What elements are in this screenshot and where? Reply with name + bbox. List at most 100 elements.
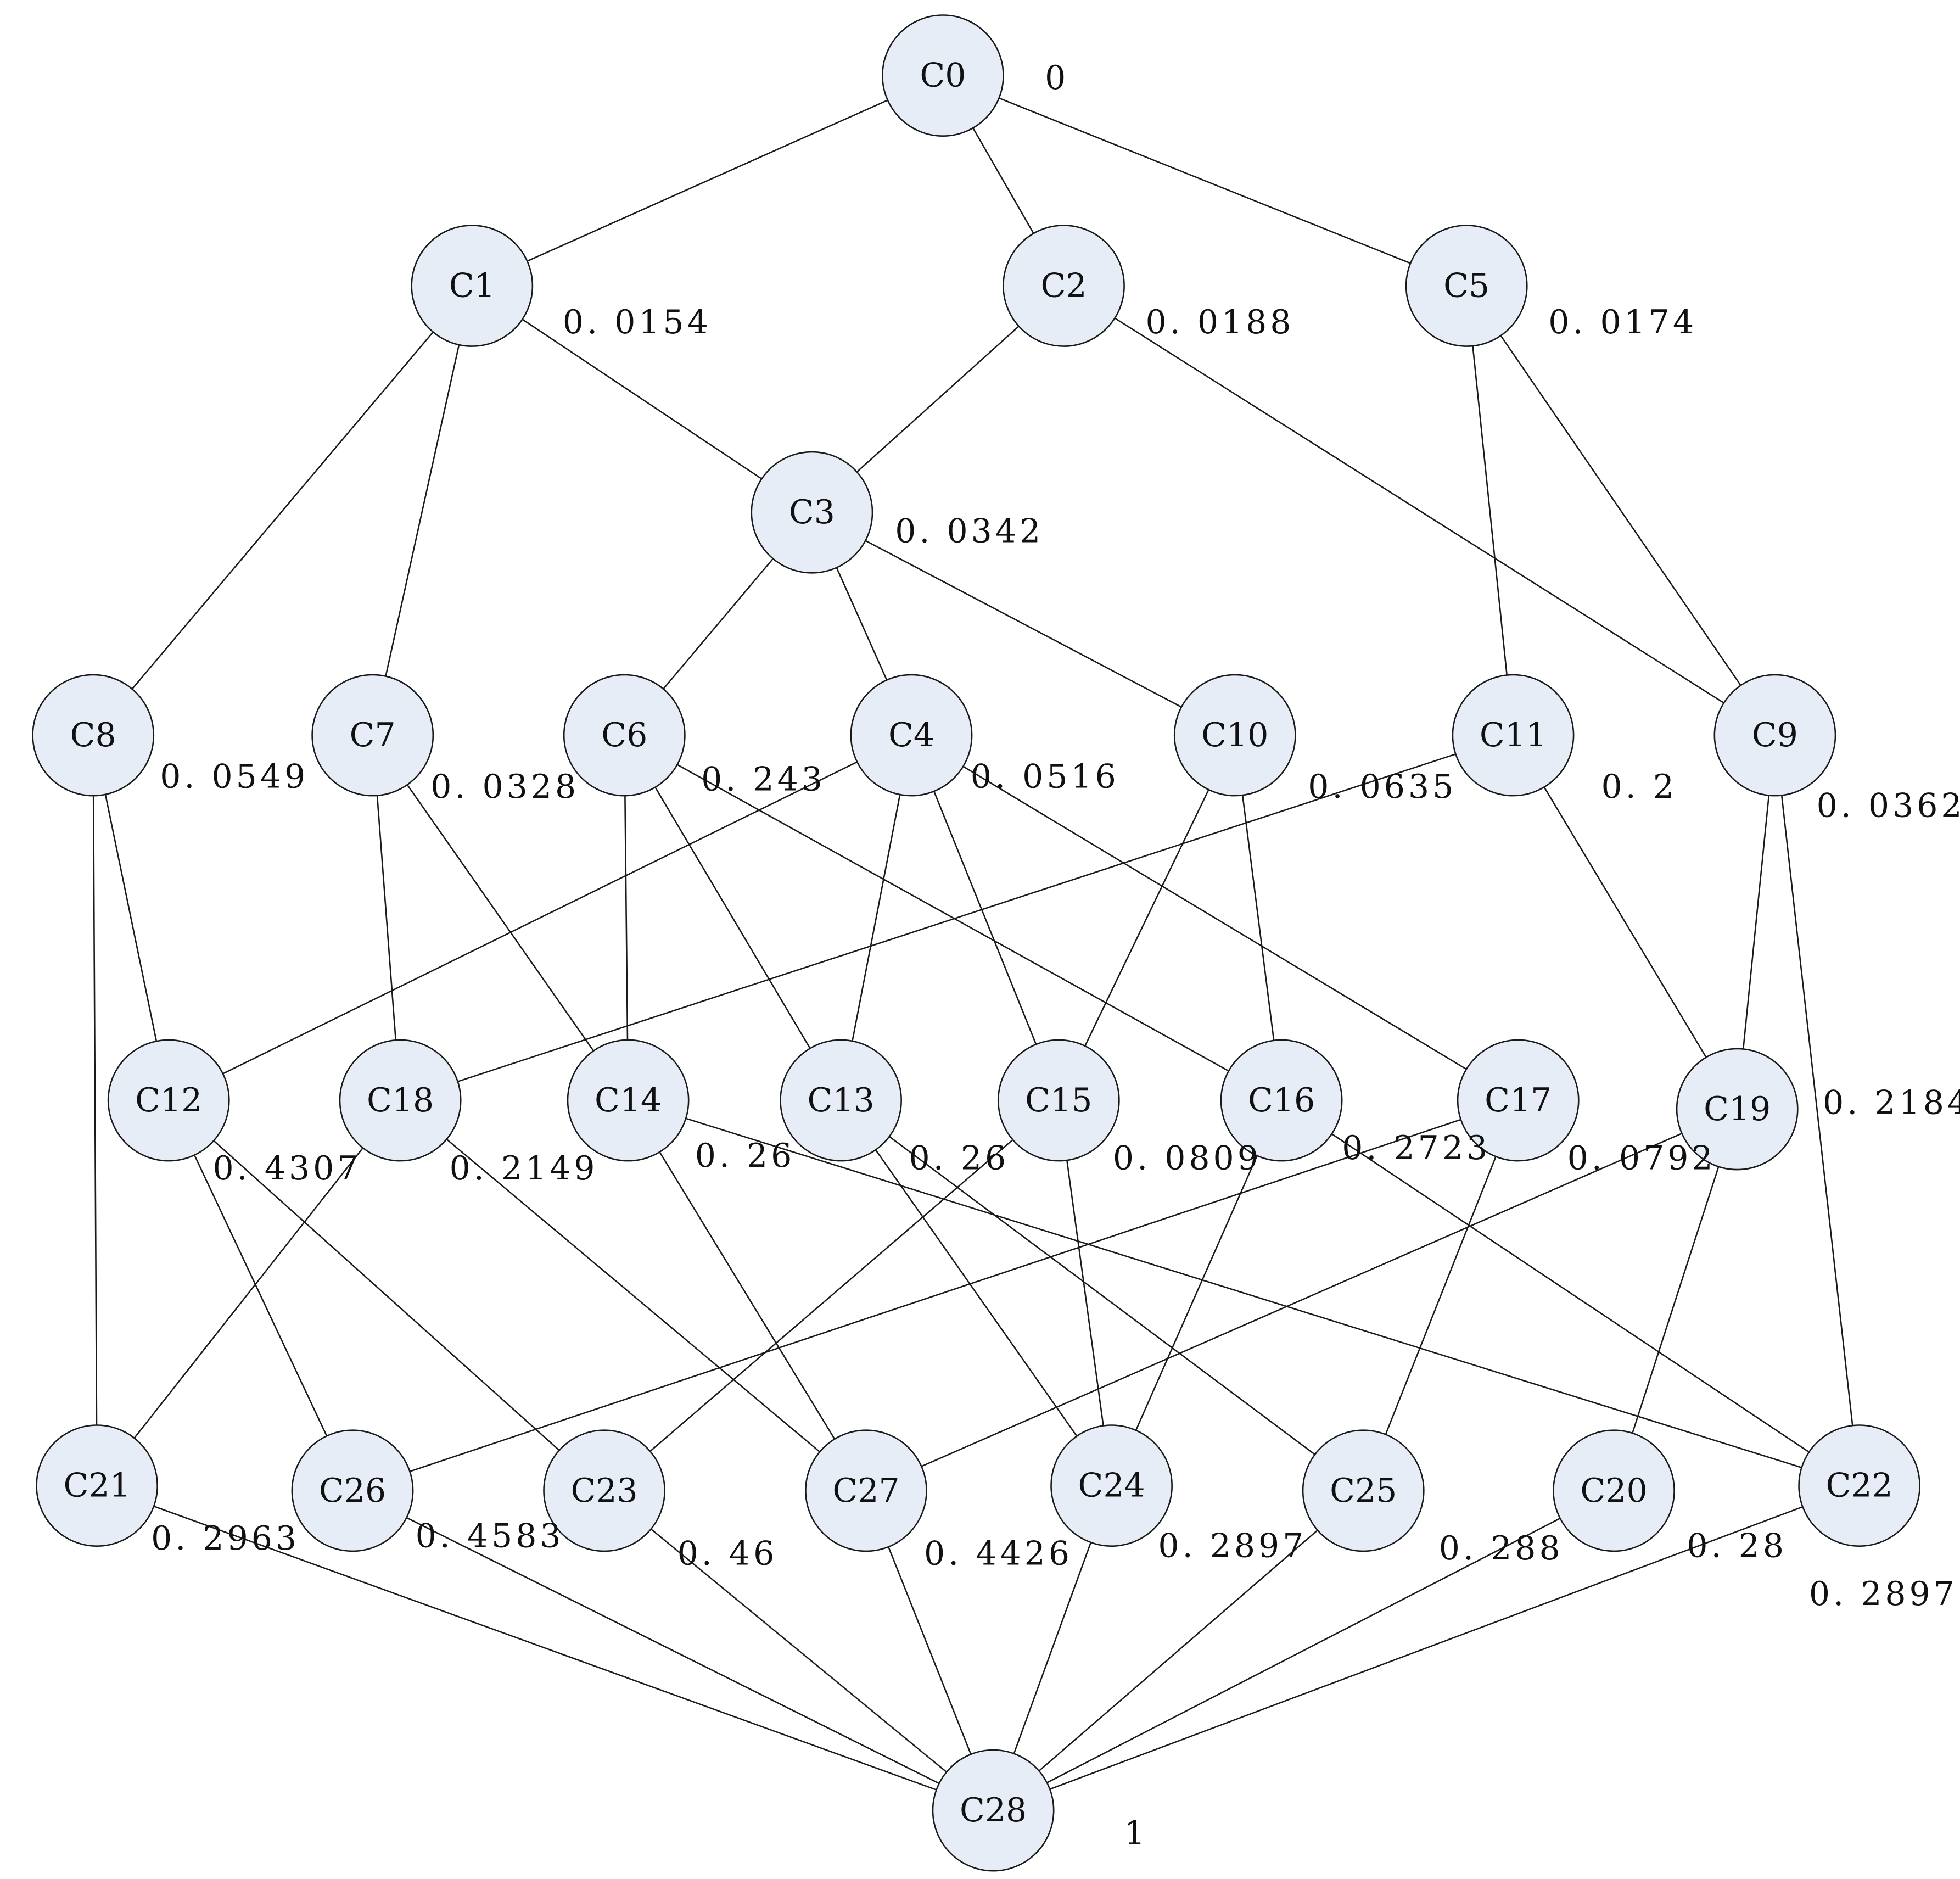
- edge-c17-c26: [409, 1119, 1461, 1473]
- edge-c13-c24: [875, 1149, 1078, 1437]
- node-label-c21: C21: [63, 1467, 130, 1505]
- node-c9: C9: [1713, 674, 1836, 797]
- value-label-c27: 0. 4426: [924, 1534, 1073, 1573]
- edge-c17-c25: [1385, 1156, 1497, 1435]
- node-c27: C27: [805, 1429, 927, 1552]
- node-c13: C13: [780, 1039, 902, 1162]
- node-c14: C14: [567, 1039, 690, 1162]
- value-label-c2: 0. 0188: [1146, 303, 1295, 342]
- value-label-c21: 0. 2963: [151, 1519, 300, 1558]
- edge-c18-c21: [133, 1147, 364, 1439]
- edge-c10-c15: [1084, 789, 1209, 1047]
- node-circle-c5: [1405, 225, 1528, 347]
- edge-c24-c28: [1013, 1542, 1092, 1754]
- node-label-c3: C3: [789, 493, 835, 532]
- value-label-c24: 0. 2897: [1158, 1527, 1307, 1565]
- node-circle-c25: [1302, 1429, 1425, 1552]
- value-label-c5: 0. 0174: [1548, 303, 1697, 342]
- edge-c23-c28: [650, 1528, 947, 1773]
- value-label-c8: 0. 0549: [160, 758, 309, 796]
- node-c19: C19: [1676, 1048, 1799, 1171]
- edge-c15-c23: [649, 1139, 1013, 1452]
- value-label-c12: 0. 4307: [213, 1149, 362, 1188]
- node-circle-c16: [1220, 1039, 1343, 1162]
- node-circle-c22: [1798, 1424, 1920, 1547]
- node-circle-c21: [36, 1424, 159, 1547]
- edge-c16-c22: [1331, 1133, 1810, 1453]
- node-circle-c13: [780, 1039, 902, 1162]
- node-label-c8: C8: [70, 716, 116, 754]
- edge-c18-c27: [446, 1138, 820, 1453]
- value-label-c11: 0. 2: [1601, 768, 1678, 806]
- value-label-c25: 0. 288: [1439, 1529, 1564, 1568]
- value-label-c0: 0: [1045, 59, 1069, 97]
- value-label-c26: 0. 4583: [416, 1517, 564, 1555]
- node-circle-c1: [411, 225, 534, 347]
- edge-c4-c12: [222, 761, 858, 1075]
- edge-c14-c27: [659, 1151, 836, 1440]
- node-c16: C16: [1220, 1039, 1343, 1162]
- node-c2: C2: [1003, 225, 1125, 347]
- edge-c0-c1: [527, 99, 888, 262]
- node-circle-c8: [32, 674, 155, 797]
- node-label-c7: C7: [350, 716, 396, 754]
- edge-c9-c22: [1780, 795, 1853, 1426]
- node-c7: C7: [311, 674, 434, 797]
- node-label-c9: C9: [1752, 716, 1798, 754]
- node-circle-c15: [997, 1039, 1120, 1162]
- edge-c4-c13: [852, 794, 901, 1042]
- node-circle-c9: [1713, 674, 1836, 797]
- node-label-c0: C0: [920, 57, 966, 95]
- edge-c1-c7: [385, 344, 460, 676]
- value-label-c22: 0. 2897: [1809, 1575, 1958, 1613]
- edge-c11-c18: [457, 753, 1456, 1082]
- node-c10: C10: [1173, 674, 1296, 797]
- edge-c16-c24: [1135, 1155, 1258, 1431]
- edge-c1-c8: [131, 331, 434, 690]
- edge-c0-c5: [999, 97, 1411, 264]
- edge-c26-c28: [406, 1517, 940, 1785]
- edge-c2-c9: [1114, 317, 1724, 704]
- node-c20: C20: [1553, 1429, 1675, 1552]
- edge-c13-c25: [889, 1136, 1315, 1455]
- value-label-c20: 0. 28: [1687, 1527, 1787, 1565]
- edge-c3-c6: [663, 558, 774, 690]
- node-circle-c2: [1003, 225, 1125, 347]
- edge-c5-c9: [1500, 335, 1741, 686]
- value-label-c13: 0. 26: [909, 1139, 1010, 1177]
- value-label-c7: 0. 0328: [430, 768, 579, 806]
- edge-c22-c28: [1049, 1506, 1803, 1790]
- edge-c15-c24: [1066, 1160, 1104, 1426]
- node-c26: C26: [291, 1429, 414, 1552]
- node-label-c28: C28: [960, 1791, 1027, 1830]
- node-circle-c20: [1553, 1429, 1675, 1552]
- node-circle-c27: [805, 1429, 927, 1552]
- node-label-c13: C13: [807, 1081, 874, 1120]
- node-c24: C24: [1050, 1424, 1173, 1547]
- edge-c6-c14: [624, 796, 629, 1040]
- node-circle-c14: [567, 1039, 690, 1162]
- node-circle-c28: [932, 1749, 1055, 1872]
- edge-c7-c14: [406, 784, 595, 1052]
- value-label-c6: 0. 243: [701, 760, 826, 798]
- node-circle-c10: [1173, 674, 1296, 797]
- edge-c20-c28: [1046, 1518, 1561, 1783]
- node-c5: C5: [1405, 225, 1528, 347]
- node-circle-c0: [882, 14, 1004, 137]
- value-label-c15: 0. 0809: [1113, 1139, 1262, 1177]
- value-label-c17: 0. 0792: [1567, 1139, 1716, 1177]
- edge-c27-c28: [887, 1546, 972, 1755]
- edge-c14-c22: [685, 1117, 1802, 1468]
- node-circle-c19: [1676, 1048, 1799, 1171]
- node-circle-c23: [543, 1429, 665, 1552]
- node-label-c23: C23: [570, 1472, 637, 1510]
- value-label-c19: 0. 2184: [1823, 1084, 1960, 1122]
- node-c18: C18: [339, 1039, 462, 1162]
- node-label-c24: C24: [1078, 1467, 1145, 1505]
- node-c22: C22: [1798, 1424, 1920, 1547]
- edge-c6-c16: [676, 764, 1229, 1072]
- node-c8: C8: [32, 674, 155, 797]
- node-label-c11: C11: [1480, 716, 1547, 754]
